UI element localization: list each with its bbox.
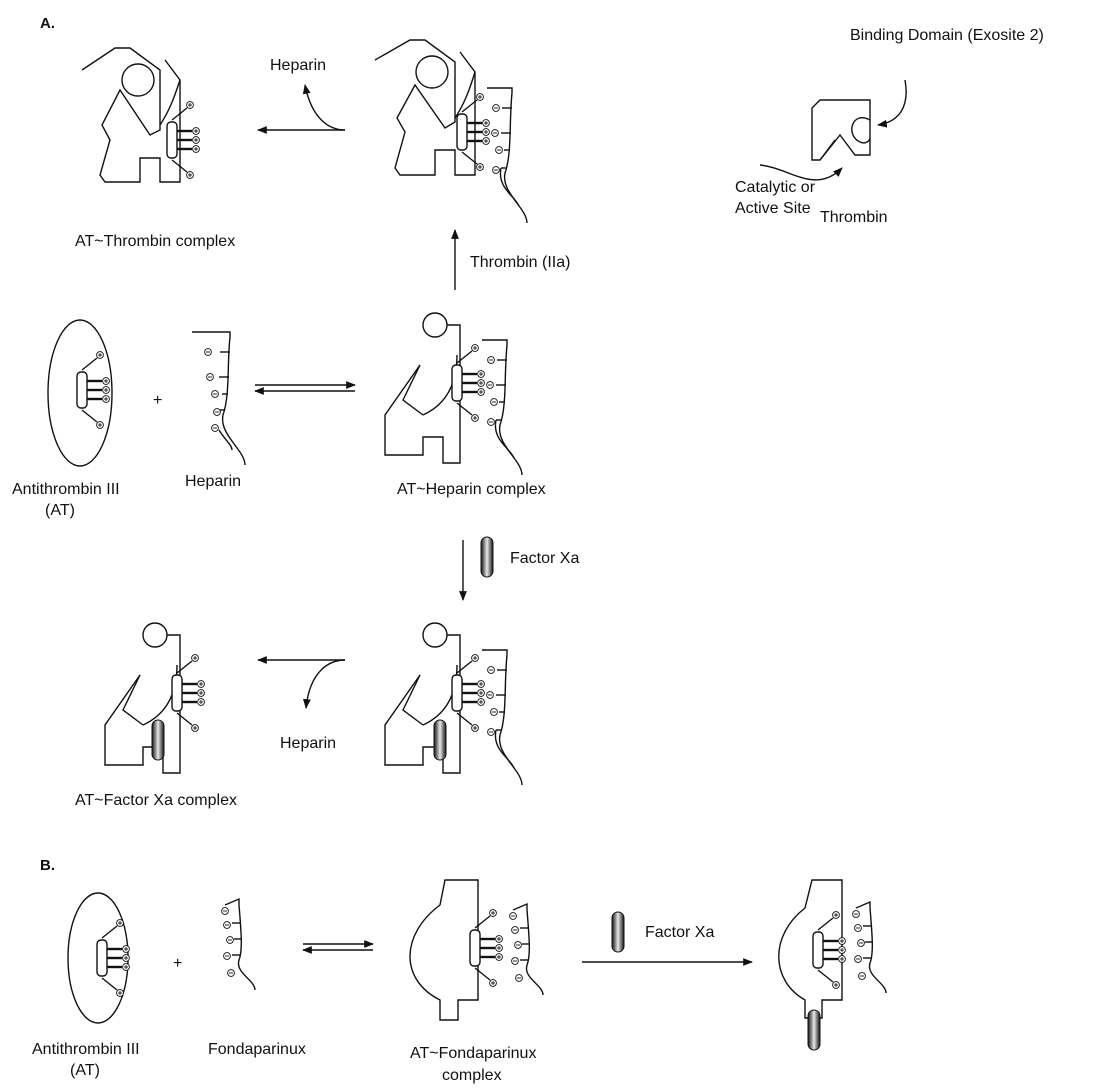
at-heparin-complex [384, 312, 522, 475]
equilibrium-arrows-a [254, 381, 356, 395]
binding-domain-arrow [877, 79, 907, 128]
fondaparinux-complex-label-1: AT~Fondaparinux [410, 1045, 536, 1062]
antithrombin-b-label-1: Antithrombin III [32, 1041, 140, 1058]
at-fondaparinux-complex [409, 879, 543, 1021]
plus-sign-b: + [173, 955, 182, 972]
catalytic-label-2: Active Site [735, 200, 811, 217]
panel-b-label: B. [40, 857, 55, 874]
at-thrombin-complex-left [81, 47, 199, 183]
factor-xa-icon-b [611, 911, 625, 953]
heparin-release-top-label: Heparin [270, 57, 326, 74]
heparin-release-bottom-label: Heparin [280, 735, 336, 752]
active-site-arrow [759, 164, 843, 181]
heparin-release-curve-bottom [303, 659, 346, 709]
thrombin-label: Thrombin [820, 209, 888, 226]
antithrombin-label-2: (AT) [45, 502, 75, 519]
at-thrombin-complex-label: AT~Thrombin complex [75, 233, 235, 250]
thrombin-iia-label: Thrombin (IIa) [470, 254, 570, 271]
at-factor-xa-fondaparinux-complex [778, 879, 886, 1051]
equilibrium-arrows-b [302, 940, 374, 954]
heparin-release-curve-top [302, 84, 346, 131]
at-factor-xa-complex-left [104, 622, 204, 774]
heparin-label: Heparin [185, 473, 241, 490]
binding-domain-label: Binding Domain (Exosite 2) [850, 27, 1044, 44]
at-thrombin-heparin-complex [374, 39, 527, 223]
fondaparinux-label: Fondaparinux [208, 1041, 306, 1058]
plus-sign-a: + [153, 392, 162, 409]
at-factor-xa-complex-label: AT~Factor Xa complex [75, 792, 237, 809]
fondaparinux-complex-label-2: complex [442, 1067, 502, 1084]
panel-a-label: A. [40, 15, 55, 32]
catalytic-label-1: Catalytic or [735, 179, 816, 196]
fondaparinux-free [222, 899, 255, 990]
thrombin-schematic [811, 99, 871, 161]
factor-xa-label: Factor Xa [510, 550, 579, 567]
factor-xa-b-label: Factor Xa [645, 924, 714, 941]
antithrombin-b-label-2: (AT) [70, 1062, 100, 1079]
factor-xa-icon [480, 536, 494, 578]
heparin-free [192, 331, 246, 466]
antithrombin-free [47, 319, 113, 467]
antithrombin-free-b [67, 892, 129, 1024]
at-factor-xa-heparin-complex [384, 622, 522, 785]
antithrombin-label-1: Antithrombin III [12, 481, 120, 498]
at-heparin-complex-label: AT~Heparin complex [397, 481, 546, 498]
